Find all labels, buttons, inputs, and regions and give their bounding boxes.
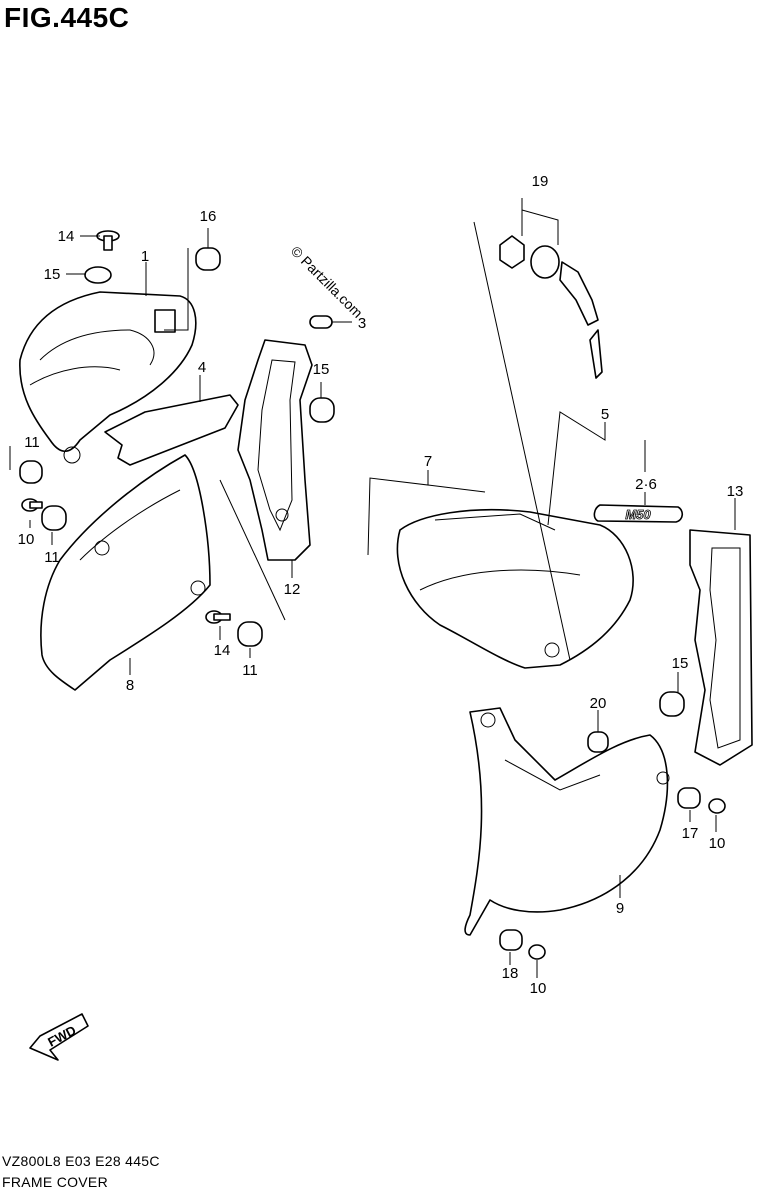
fwd-arrow: FWD [29,1013,89,1061]
callout-11-mid: 11 [242,662,258,679]
callout-16: 16 [200,208,217,225]
callout-15-right: 15 [672,655,689,672]
part-2-6-emblem: M50 [593,504,684,523]
callout-10-right: 10 [709,835,726,852]
callout-5: 5 [601,406,609,423]
callout-15-top: 15 [44,266,61,283]
part-3-damper [309,315,333,329]
part-10-screw-left [21,498,43,512]
callout-15-mid: 15 [313,361,330,378]
callout-14-mid: 14 [214,642,231,659]
callout-19: 19 [532,173,549,190]
part-16-grommet [195,247,221,271]
figure-title: FIG.445C [4,2,130,33]
part-18-grommet [499,929,523,951]
callout-labels: 1 2·6 3 4 5 7 8 9 10 10 10 11 11 11 12 1… [18,173,744,997]
part-14-screw-mid [205,610,231,624]
callout-7: 7 [424,453,432,470]
part-15-grommet-right [659,691,685,717]
part-11-grommet-left [19,460,43,484]
part-20-grommet [587,731,609,753]
part-8-lower-cover [40,454,211,691]
callout-10-bottom: 10 [530,980,547,997]
part-19-lock-set [499,235,603,379]
callout-18: 18 [502,965,519,982]
callout-13: 13 [727,483,744,500]
callout-2-6: 2·6 [635,476,657,493]
part-14-screw-top [96,230,120,251]
part-11-grommet-mid [237,621,263,647]
part-10-screw-bottom [528,944,546,960]
callout-4: 4 [198,359,206,376]
callout-11-top: 11 [24,434,40,451]
part-9-lower-right-cover [464,707,670,936]
fwd-label: FWD [45,1022,78,1049]
callout-1: 1 [141,248,149,265]
callout-20: 20 [590,695,607,712]
callout-11-left: 11 [44,549,60,566]
watermark: © Partzilla.com [288,243,366,321]
part-15-grommet-top [84,266,112,284]
emblem-text: M50 [625,507,651,522]
callout-9: 9 [616,900,624,917]
part-13-long-strip [689,529,753,766]
part-15-grommet-mid [309,397,335,423]
callout-14-top: 14 [58,228,75,245]
callout-10-left: 10 [18,531,35,548]
callout-3: 3 [358,315,366,332]
callout-12: 12 [284,581,301,598]
part-1-upper-cover [19,291,197,464]
part-4-strip [104,394,239,466]
callout-17: 17 [682,825,699,842]
part-11-grommet-left-2 [41,505,67,531]
footer-name: FRAME COVER [2,1174,108,1190]
part-7-side-cover [396,508,634,669]
leader-lines [9,198,736,978]
part-10-screw-right [708,798,726,814]
callout-8: 8 [126,677,134,694]
part-12-bracket [237,339,313,561]
part-17-grommet [677,787,701,809]
hardware-parts [19,230,726,960]
footer-code: VZ800L8 E03 E28 445C [2,1153,160,1169]
